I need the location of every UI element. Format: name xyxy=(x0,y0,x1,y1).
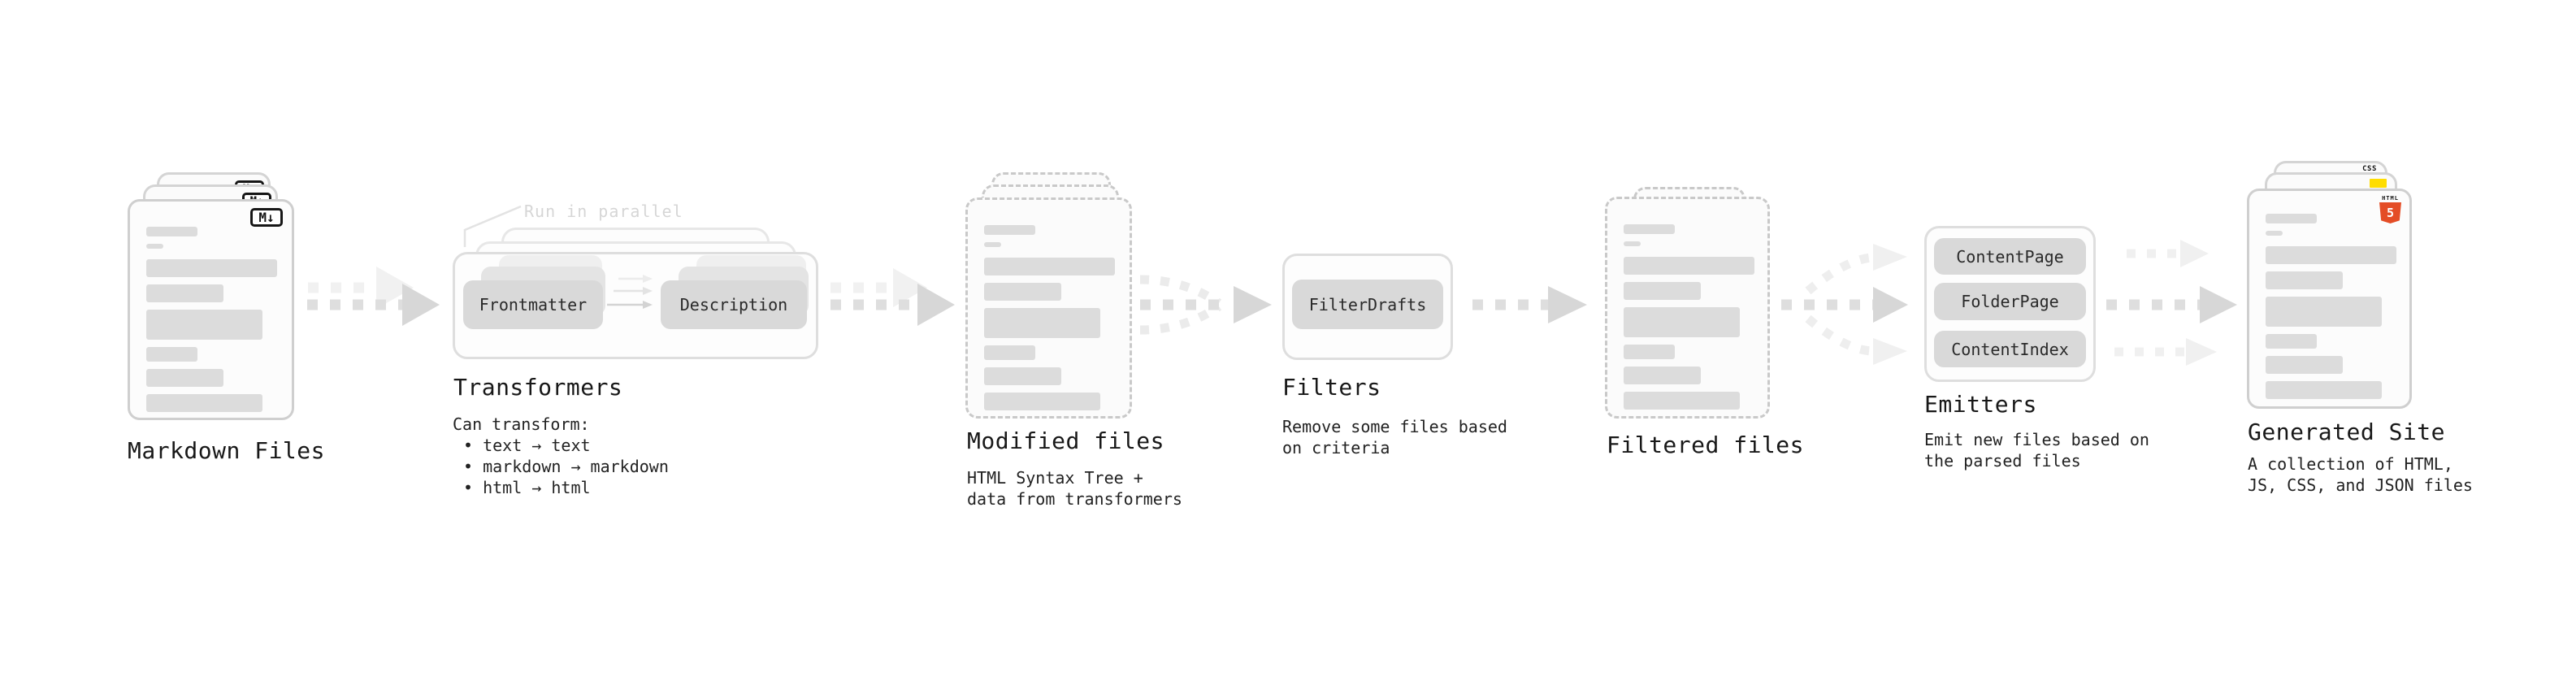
modified-file-page-front xyxy=(965,197,1132,419)
description-line: JS, CSS, and JSON files xyxy=(2248,475,2473,495)
markdown-icon: M↓ xyxy=(250,208,283,227)
description-line: Can transform: xyxy=(453,414,590,434)
markdown-files-label: Markdown Files xyxy=(128,437,326,464)
description-line: • html → html xyxy=(463,478,591,497)
filtered-file-page-front xyxy=(1605,197,1770,419)
filters-label: Filters xyxy=(1282,374,1381,401)
flow-arrow-transformers-to-modified xyxy=(830,268,955,326)
document-skeleton xyxy=(984,225,1126,410)
description-line: • text → text xyxy=(463,436,591,455)
html5-shield: 5 xyxy=(2379,202,2401,223)
filtered-files-label: Filtered files xyxy=(1607,432,1805,458)
description-label: Description xyxy=(679,295,788,314)
transformer-frontmatter-box: Frontmatter xyxy=(463,280,603,329)
run-in-parallel-leader-line xyxy=(463,205,522,247)
filtered-files-node: Filtered files xyxy=(1605,161,1808,486)
modified-files-description: HTML Syntax Tree + data from transformer… xyxy=(967,467,1182,510)
markdown-files-node: M↓ M↓ M↓ Markdown Files xyxy=(128,161,339,486)
modified-files-label: Modified files xyxy=(967,427,1165,454)
run-in-parallel-label: Run in parallel xyxy=(524,202,683,221)
emitters-node: ContentPage FolderPage ContentIndex Emit… xyxy=(1924,226,2168,486)
description-line: the parsed files xyxy=(1924,451,2081,471)
document-skeleton xyxy=(146,227,288,412)
description-line: Remove some files based xyxy=(1282,417,1507,436)
filter-drafts-box: FilterDrafts xyxy=(1292,280,1443,329)
filter-drafts-label: FilterDrafts xyxy=(1308,294,1427,314)
description-line: HTML Syntax Tree + xyxy=(967,468,1143,488)
emitter-contentpage-box: ContentPage xyxy=(1934,238,2086,275)
folderpage-label: FolderPage xyxy=(1961,292,2059,311)
flow-arrow-fanout-to-emitters xyxy=(1781,244,1908,365)
frontmatter-label: Frontmatter xyxy=(479,295,588,314)
contentindex-label: ContentIndex xyxy=(1951,339,2069,359)
html5-icon: HTML 5 xyxy=(2379,195,2401,223)
generated-site-label: Generated Site xyxy=(2248,419,2446,445)
document-skeleton xyxy=(2266,214,2406,399)
flow-arrow-merge-into-filters xyxy=(1139,275,1272,335)
site-html-page-front: HTML 5 xyxy=(2247,189,2412,409)
transformer-description-box: Description xyxy=(661,280,807,329)
emitter-folderpage-box: FolderPage xyxy=(1934,283,2086,320)
emitters-label: Emitters xyxy=(1924,391,2037,418)
generated-site-description: A collection of HTML, JS, CSS, and JSON … xyxy=(2248,453,2473,496)
description-line: Emit new files based on xyxy=(1924,430,2149,449)
document-skeleton xyxy=(1624,224,1764,410)
modified-files-node: Modified files HTML Syntax Tree + data f… xyxy=(965,161,1182,518)
markdown-file-page-front: M↓ xyxy=(128,199,294,420)
transformers-description: Can transform: • text → text • markdown … xyxy=(453,414,669,498)
filters-node: FilterDrafts Filters Remove some files b… xyxy=(1282,254,1526,481)
description-line: data from transformers xyxy=(967,489,1182,509)
description-line: • markdown → markdown xyxy=(463,457,669,476)
contentpage-label: ContentPage xyxy=(1956,246,2064,267)
emitter-contentindex-box: ContentIndex xyxy=(1934,331,2086,367)
transformers-label: Transformers xyxy=(453,374,623,401)
flow-arrows-emitters-to-site xyxy=(2106,240,2237,366)
transformers-node: Run in parallel Frontmatter Description … xyxy=(453,202,859,528)
emitters-description: Emit new files based on the parsed files xyxy=(1924,429,2149,471)
description-line: A collection of HTML, xyxy=(2248,454,2453,474)
flow-arrow-filters-to-filtered xyxy=(1472,286,1587,323)
generated-site-node: CSS HTML 5 Generated Site A collection o… xyxy=(2247,161,2491,518)
html5-wordmark: HTML xyxy=(2382,195,2399,202)
flow-arrow-markdown-to-transformers xyxy=(307,267,440,326)
html5-number: 5 xyxy=(2386,206,2395,220)
css-label: CSS xyxy=(2362,165,2377,173)
filters-description: Remove some files based on criteria xyxy=(1282,416,1507,458)
description-line: on criteria xyxy=(1282,438,1390,458)
parallel-arrows-icon xyxy=(607,275,653,309)
javascript-icon xyxy=(2370,179,2387,188)
